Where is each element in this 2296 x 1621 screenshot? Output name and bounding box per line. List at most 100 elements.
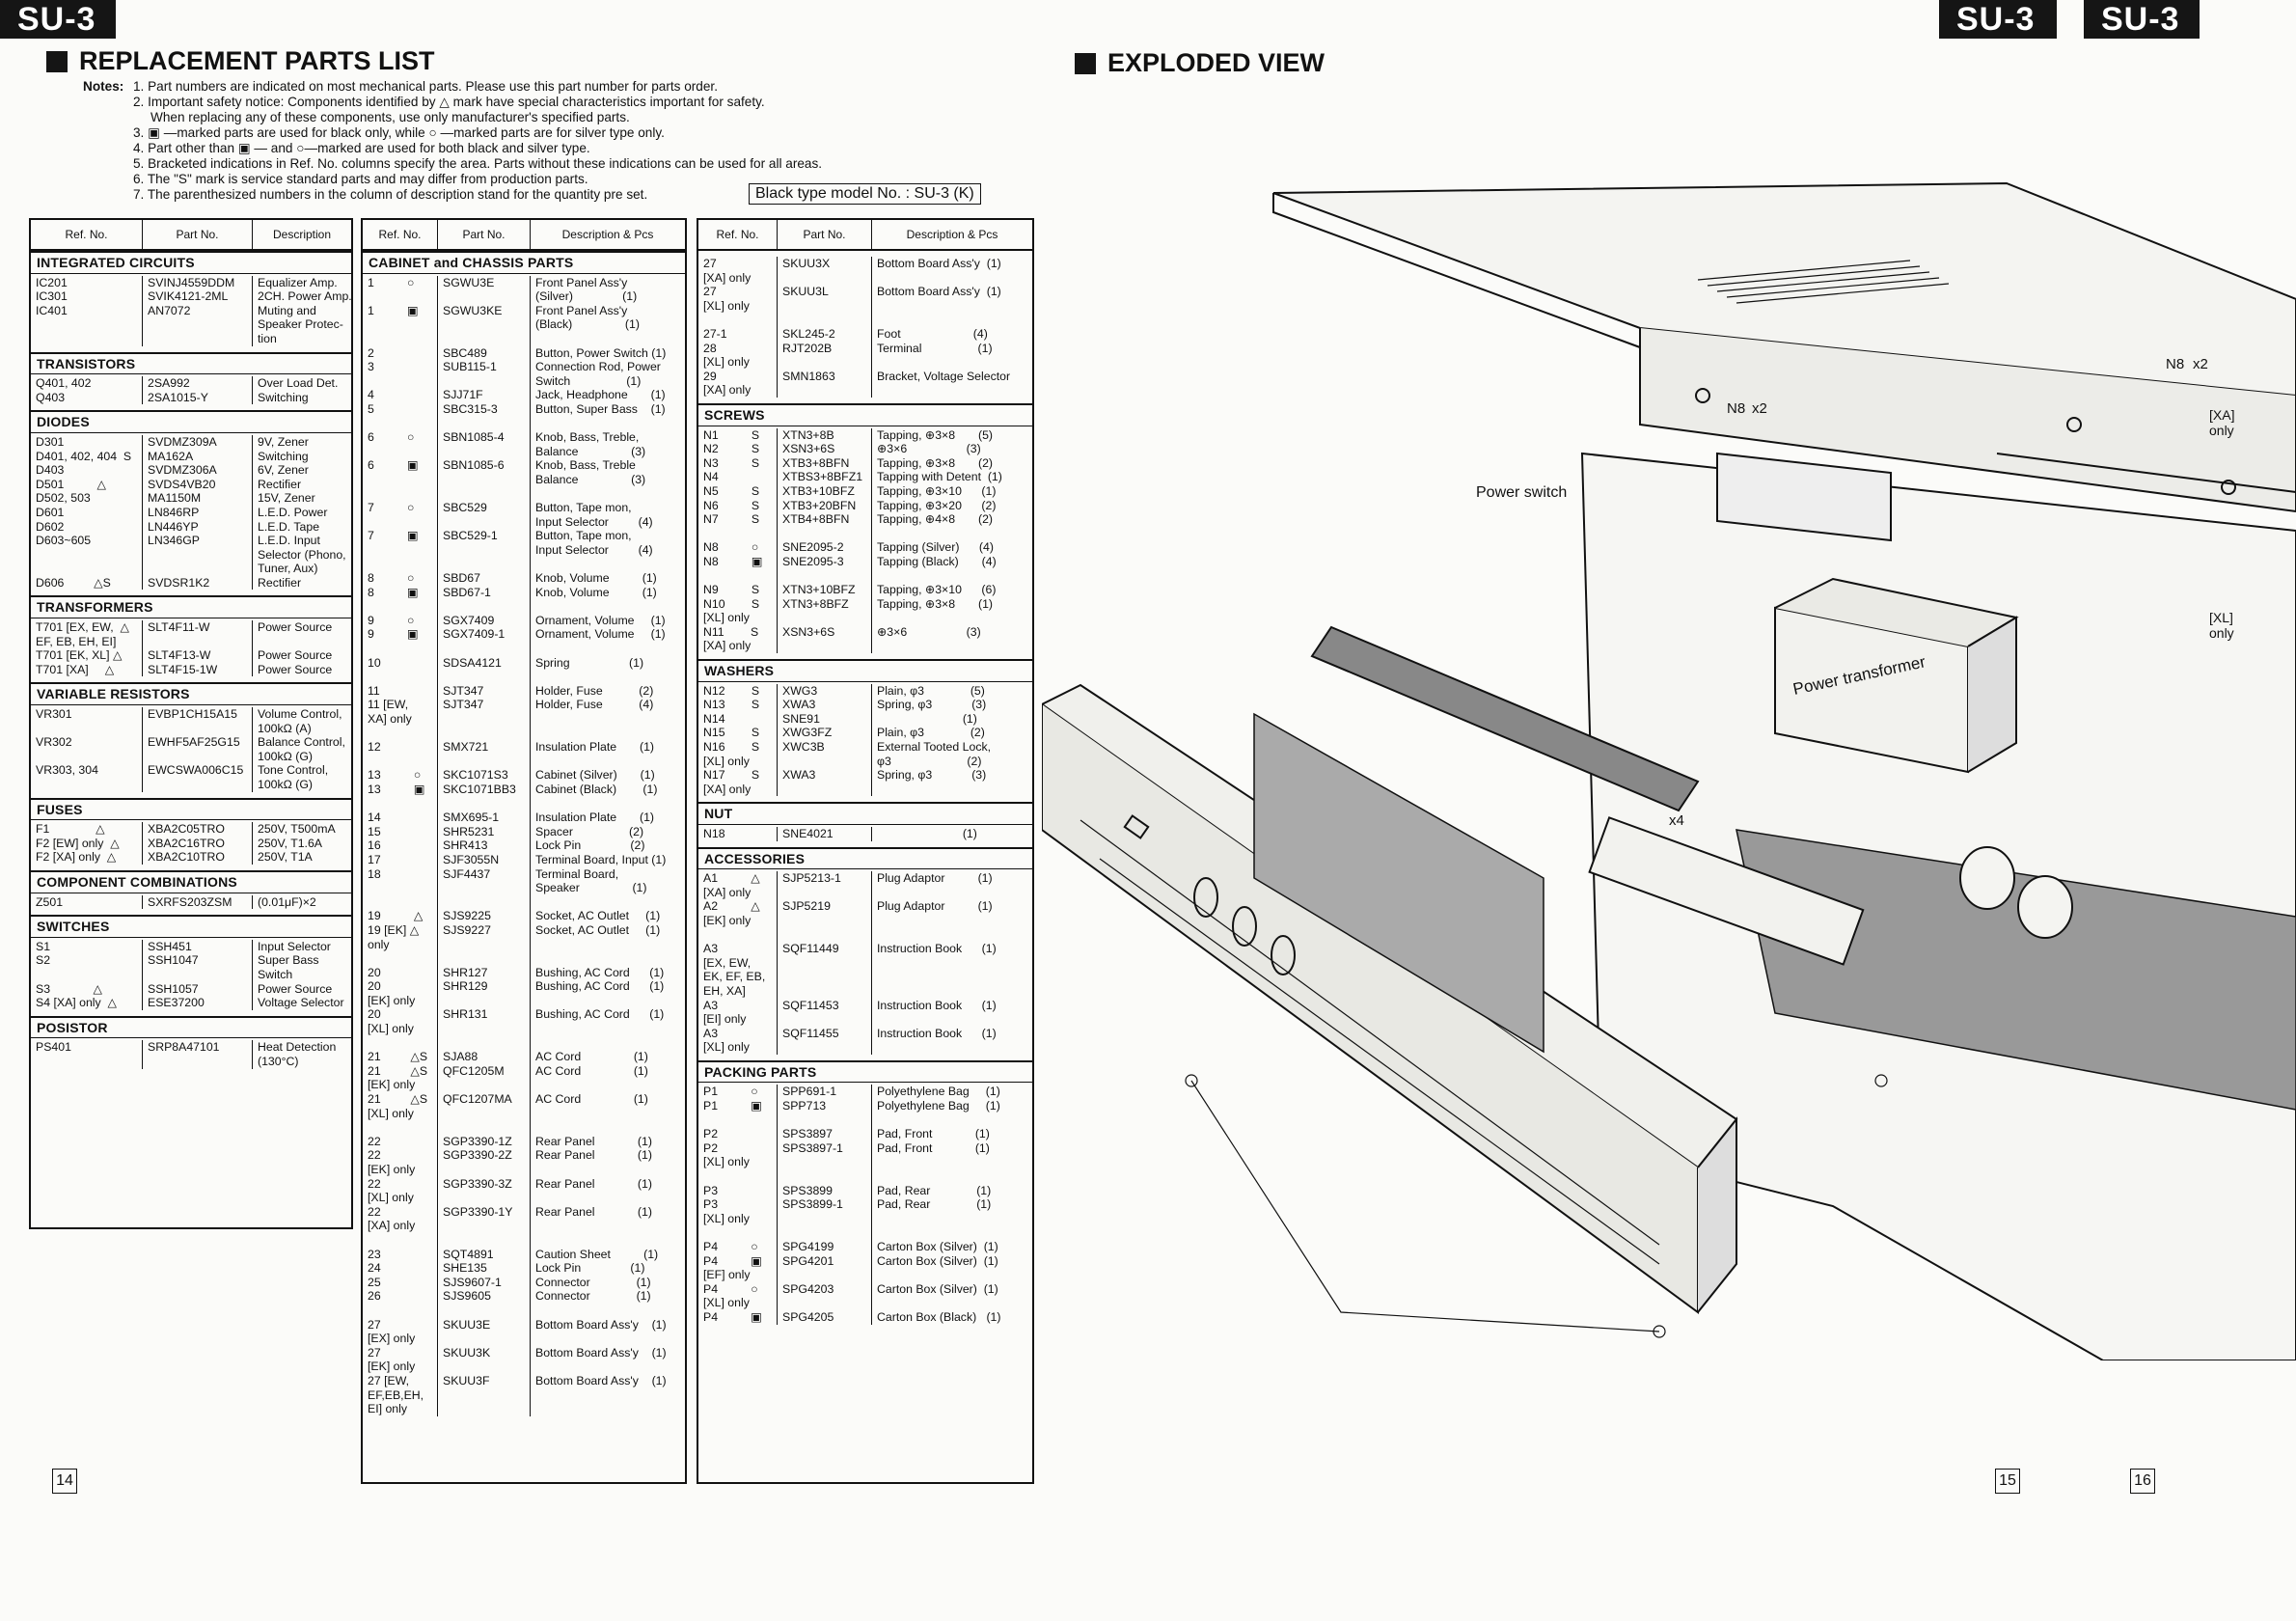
section-title: COMPONENT COMBINATIONS — [31, 869, 351, 893]
note-3: 3. ▣ —marked parts are used for black on… — [133, 125, 665, 140]
notes-lead: Notes: — [83, 79, 124, 94]
section-title: PACKING PARTS — [698, 1059, 1032, 1084]
cell-ref: 1 ○ 1 ▣ 2 3 4 5 6 ○ 6 ▣ 7 ○ 7 ▣ 8 ○ 8 ▣ … — [363, 275, 438, 1416]
header-part: Part No. — [438, 220, 531, 249]
section-title: CABINET and CHASSIS PARTS — [363, 251, 685, 274]
x4-label: x4 — [1669, 812, 1684, 829]
section-title: POSISTOR — [31, 1015, 351, 1039]
cell-desc: Front Panel Ass'y (Silver) (1) Front Pan… — [535, 275, 667, 1387]
note-7: 7. The parenthesized numbers in the colu… — [133, 187, 648, 202]
header-part: Part No. — [778, 220, 872, 249]
cell-desc: (1) — [877, 826, 977, 840]
header-ref: Ref. No. — [31, 220, 143, 249]
cell-desc: Volume Control, 100kΩ (A) Balance Contro… — [258, 707, 345, 791]
cell-ref: Q401, 402 Q403 — [31, 376, 143, 405]
cell-ref: N18 — [698, 826, 778, 841]
input-board — [1253, 712, 1544, 1054]
cell-part: SJP5213-1 SJP5219 SQF11449 SQF11453 SQF1… — [778, 871, 872, 1055]
main-board — [1736, 829, 2296, 1111]
header-part: Part No. — [143, 220, 253, 249]
parts-list-heading: REPLACEMENT PARTS LIST — [46, 46, 435, 76]
cell-part: SVINJ4559DDM SVIK4121-2ML AN7072 — [143, 275, 253, 346]
cell-desc: Plug Adaptor (1) Plug Adaptor (1) Instru… — [877, 871, 997, 1040]
top-rows: 27 [XA] only 27 [XL] only 27-1 28 [XL] o… — [698, 251, 1032, 403]
cell-ref: T701 [EX, EW, △ EF, EB, EH, EI] T701 [EK… — [31, 620, 143, 677]
x2-label-a: x2 — [1752, 400, 1767, 417]
note-1: 1. Part numbers are indicated on most me… — [133, 79, 718, 94]
xl-only-label: [XL]only — [2209, 610, 2234, 641]
cell-desc: Equalizer Amp. 2CH. Power Amp. Muting an… — [258, 275, 351, 345]
cell-desc: Input Selector Super Bass Switch Power S… — [258, 939, 344, 1010]
exploded-view-heading: EXPLODED VIEW — [1075, 48, 1325, 78]
cell-part: XBA2C05TRO XBA2C16TRO XBA2C10TRO — [143, 822, 253, 865]
parts-table-col1: Ref. No. Part No. Description INTEGRATED… — [29, 218, 353, 1229]
headphone-board — [1310, 625, 1700, 812]
cell-ref: PS401 — [31, 1040, 143, 1069]
page-number-15: 15 — [1995, 1469, 2020, 1494]
section-title: NUT — [698, 802, 1032, 825]
section-body: N1 S N2 S N3 S N4 N5 S N6 S N7 S N8 ○ N8… — [698, 426, 1032, 660]
section-body: S1 S2 S3 △ S4 [XA] only △SSH451 SSH1047 … — [31, 938, 351, 1016]
section-title: SCREWS — [698, 402, 1032, 426]
cell-desc: 250V, T500mA 250V, T1.6A 250V, T1A — [258, 822, 336, 865]
cell-part: SGWU3E SGWU3KE SBC489 SUB115-1 SJJ71F SB… — [438, 275, 531, 1416]
cell-ref: P1 ○ P1 ▣ P2 P2 [XL] only P3 P3 [XL] onl… — [698, 1085, 778, 1325]
cell-ref: Z501 — [31, 894, 143, 910]
page-number-14: 14 — [52, 1469, 77, 1494]
section-title: SWITCHES — [31, 915, 351, 938]
black-type-model-box: Black type model No. : SU-3 (K) — [749, 183, 981, 205]
parts-table-col3: Ref. No. Part No. Description & Pcs 27 [… — [697, 218, 1034, 1484]
note-4: 4. Part other than ▣ — and ○—marked are … — [133, 141, 590, 155]
cell-ref: N12 S N13 S N14 N15 S N16 S [XL] only N1… — [698, 683, 778, 797]
heading-square-icon — [46, 50, 68, 72]
note-5: 5. Bracketed indications in Ref. No. col… — [133, 156, 823, 171]
power-transformer: Power transformer — [1774, 577, 2019, 774]
top-cover — [1272, 181, 2296, 513]
cell-desc: 9V, Zener Switching 6V, Zener Rectifier … — [258, 434, 346, 590]
model-tag-right-b: SU-3 — [2084, 0, 2200, 39]
table-header: Ref. No. Part No. Description & Pcs — [698, 220, 1032, 251]
note-6: 6. The "S" mark is service standard part… — [133, 172, 588, 186]
x2-label-b: x2 — [2193, 356, 2208, 372]
cell-ref: F1 △ F2 [EW] only △ F2 [XA] only △ — [31, 822, 143, 865]
xa-only-label: [XA]only — [2209, 407, 2234, 438]
section-body: IC201 IC301 IC401 SVINJ4559DDM SVIK4121-… — [31, 274, 351, 352]
model-tag-right-a: SU-3 — [1939, 0, 2057, 39]
page-number-16: 16 — [2130, 1469, 2155, 1494]
section-body: P1 ○ P1 ▣ P2 P2 [XL] only P3 P3 [XL] onl… — [698, 1083, 1032, 1330]
section-title: WASHERS — [698, 659, 1032, 682]
cell-part: SNE4021 — [778, 826, 872, 841]
section-body: F1 △ F2 [EW] only △ F2 [XA] only △XBA2C0… — [31, 820, 351, 870]
section-title: TRANSFORMERS — [31, 595, 351, 619]
header-ref: Ref. No. — [363, 220, 438, 249]
screw-lines — [1185, 1074, 1888, 1338]
n8-label-a: N8 — [1727, 400, 1745, 417]
cell-part: SPP691-1 SPP713 SPS3897 SPS3897-1 SPS389… — [778, 1085, 872, 1325]
cell-ref: N1 S N2 S N3 S N4 N5 S N6 S N7 S N8 ○ N8… — [698, 427, 778, 654]
cell-part: SRP8A47101 — [143, 1040, 253, 1069]
cell-desc: Over Load Det. Switching — [258, 376, 339, 404]
header-desc: Description — [272, 227, 332, 241]
cell-ref: D301 D401, 402, 404 S D403 D501 △ D502, … — [31, 434, 143, 591]
section-title: INTEGRATED CIRCUITS — [31, 251, 351, 274]
cell-part: SXRFS203ZSM — [143, 894, 253, 910]
parts-table-col2: Ref. No. Part No. Description & Pcs CABI… — [361, 218, 687, 1484]
cell-part: SVDMZ309A MA162A SVDMZ306A SVDS4VB20 MA1… — [143, 434, 253, 591]
section-body: A1 △ [XA] only A2 △ [EK] only A3 [EX, EW… — [698, 869, 1032, 1060]
section-title: DIODES — [31, 410, 351, 433]
exploded-view-diagram: Power transformer Power switch N8 x2 N8 … — [1042, 181, 2296, 1360]
cell-ref: S1 S2 S3 △ S4 [XA] only △ — [31, 939, 143, 1010]
